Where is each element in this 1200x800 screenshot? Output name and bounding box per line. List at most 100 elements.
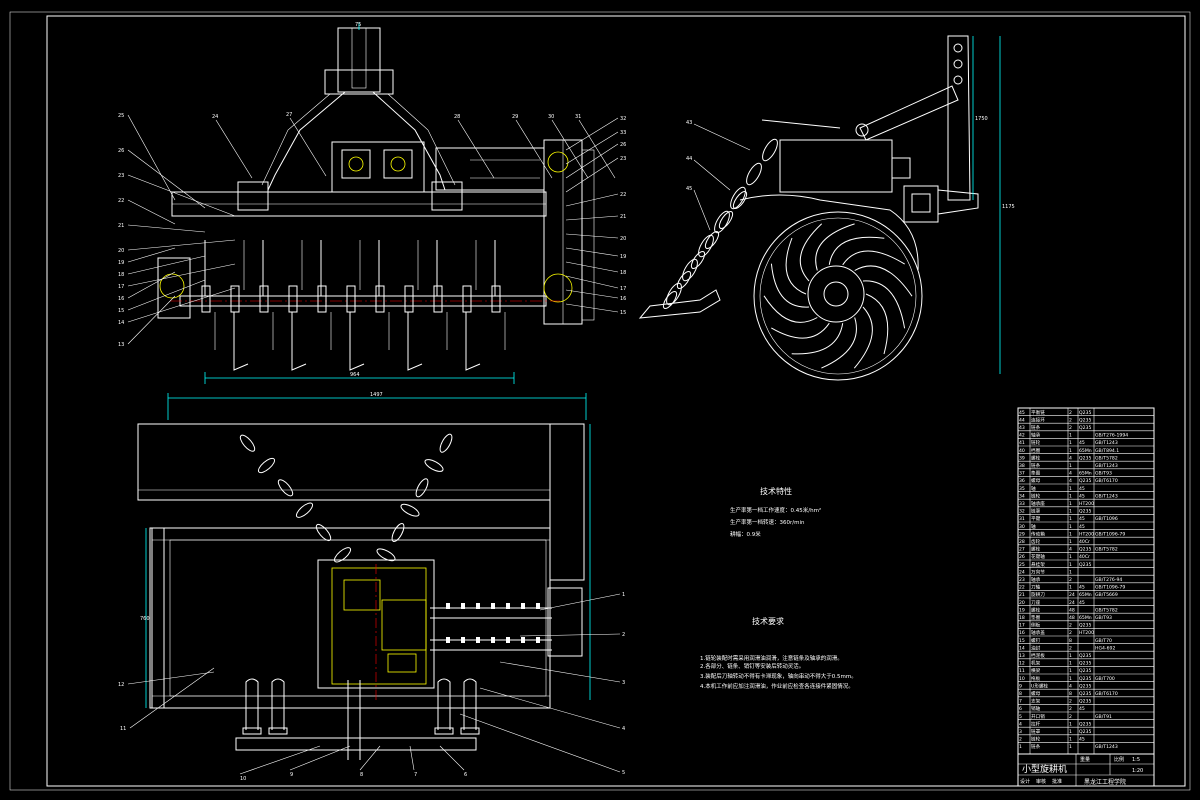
bom-cell: 11 — [1019, 668, 1025, 674]
bom-cell: 12 — [1019, 661, 1025, 667]
bom-cell: 26 — [1019, 554, 1025, 560]
callout-number: 20 — [118, 248, 124, 254]
bom-cell: GB/T1096 — [1095, 516, 1118, 522]
dim-side-height: 1175 — [1002, 204, 1015, 210]
bom-cell: 1 — [1069, 562, 1072, 568]
bom-cell: 2 — [1069, 706, 1072, 712]
bom-cell: 螺栓 — [1031, 546, 1041, 553]
callout-number: 20 — [620, 236, 626, 242]
chain-link — [690, 250, 706, 270]
callout-leader — [127, 247, 176, 263]
bom-cell: 43 — [1019, 425, 1025, 431]
bom-cell: 支架 — [1031, 698, 1041, 705]
shaft-bolt — [536, 603, 540, 609]
callout-number: 16 — [118, 296, 124, 302]
callout-leader — [539, 593, 621, 611]
bom-cell: 2 — [1069, 577, 1072, 583]
rotor-blade — [821, 317, 857, 369]
bom-cell: GB/T700 — [1095, 676, 1115, 682]
tech-req-line: 1.链轮装配时需采用润滑油润滑，注意链条及轴承的润滑。 — [700, 654, 843, 662]
bom-cell: 连接环 — [1031, 416, 1045, 423]
bom-cell: 拉杆 — [1031, 720, 1041, 727]
bom-cell: 1 — [1069, 463, 1072, 469]
dim-plan-width: 1497 — [370, 392, 383, 398]
bom-cell: 平衡链 — [1031, 409, 1045, 416]
callout-number: 15 — [620, 310, 626, 316]
left-side-plate — [157, 257, 191, 319]
bom-cell: Q235 — [1079, 425, 1091, 431]
callout-number: 7 — [414, 772, 417, 778]
bom-cell: 螺栓 — [1031, 606, 1041, 613]
chain-link — [295, 502, 314, 518]
bom-cell: 45 — [1079, 600, 1085, 606]
callout-leader — [565, 157, 619, 193]
bom-cell: 传动箱 — [1031, 530, 1045, 537]
bom-cell: 38 — [1019, 463, 1025, 469]
callout-number: 13 — [118, 342, 124, 348]
callout-number: 8 — [360, 772, 363, 778]
bom-cell: GB/T93 — [1095, 615, 1112, 621]
drawbar — [235, 737, 477, 751]
bom-cell: 1 — [1069, 440, 1072, 446]
callout-leader — [127, 279, 206, 311]
bom-cell: 48 — [1069, 615, 1075, 621]
bom-cell: 悬挂架 — [1031, 561, 1045, 568]
bom-cell: Q235 — [1079, 623, 1091, 629]
tiller-blades — [201, 240, 509, 371]
bom-cell: 挡圈 — [1031, 447, 1041, 454]
bom-cell: 45 — [1079, 524, 1085, 530]
bom-cell: Q235 — [1079, 417, 1091, 423]
shaft-bolt — [476, 603, 480, 609]
blade-holder — [346, 285, 356, 313]
bom-cell: GB/T91 — [1095, 714, 1112, 720]
bom-cell: 45 — [1079, 737, 1085, 743]
bom-cell: 开口销 — [1031, 713, 1045, 720]
callout-leader — [239, 745, 321, 775]
chain-link — [698, 234, 714, 258]
chain-link — [257, 457, 276, 474]
bom-cell: 2 — [1069, 714, 1072, 720]
bom-cell: 轴 — [1031, 523, 1036, 530]
bom-cell: 轴承盖 — [1031, 629, 1045, 636]
org-name: 黑龙江工程学院 — [1084, 778, 1126, 786]
title-weight-label: 重量 — [1080, 756, 1090, 763]
callout-number: 17 — [118, 284, 124, 290]
callout-leader — [129, 667, 215, 729]
bom-cell: 45 — [1019, 410, 1025, 416]
dim-front-width: 964 — [350, 372, 360, 378]
callout-number: 44 — [686, 156, 692, 162]
front-elevation-view: 75 964 — [118, 22, 626, 384]
bom-cell: 35 — [1019, 486, 1025, 492]
bom-cell: 65Mn — [1079, 448, 1092, 454]
bom-cell: 13 — [1019, 653, 1025, 659]
callout-number: 14 — [118, 320, 124, 326]
callout-leader — [127, 295, 176, 345]
callout-number: 19 — [118, 260, 124, 266]
callout-number: 21 — [620, 214, 626, 220]
tech-params-block: 技术特性 生产率第一档工作速度：0.45米/hm² 生产率第一档转速：360r/… — [730, 486, 821, 538]
tech-req-line: 3.装配后刀轴转动不得有卡滞现象，轴向串动不得大于0.5mm。 — [700, 672, 857, 680]
bom-cell: 32 — [1019, 509, 1025, 515]
callout-leader — [565, 117, 619, 151]
shaft-bolt — [491, 603, 495, 609]
bom-cell: 拖板 — [1031, 675, 1041, 682]
callout-number: 26 — [620, 142, 626, 148]
blade-holder — [462, 285, 472, 313]
chain-link — [400, 503, 420, 517]
bom-cell: 10 — [1019, 676, 1025, 682]
callout-leader — [565, 247, 619, 257]
bom-cell: 机架 — [1031, 660, 1041, 667]
callout-leader — [127, 224, 206, 233]
bom-cell: 刀座 — [1031, 599, 1041, 606]
callout-number: 31 — [575, 114, 581, 120]
chain-link — [376, 548, 396, 562]
chain-link — [714, 210, 730, 234]
bom-cell: 24 — [1019, 569, 1025, 575]
bom-cell: 31 — [1019, 516, 1025, 522]
chain-link — [424, 459, 444, 472]
bom-cell: Q235 — [1079, 668, 1091, 674]
